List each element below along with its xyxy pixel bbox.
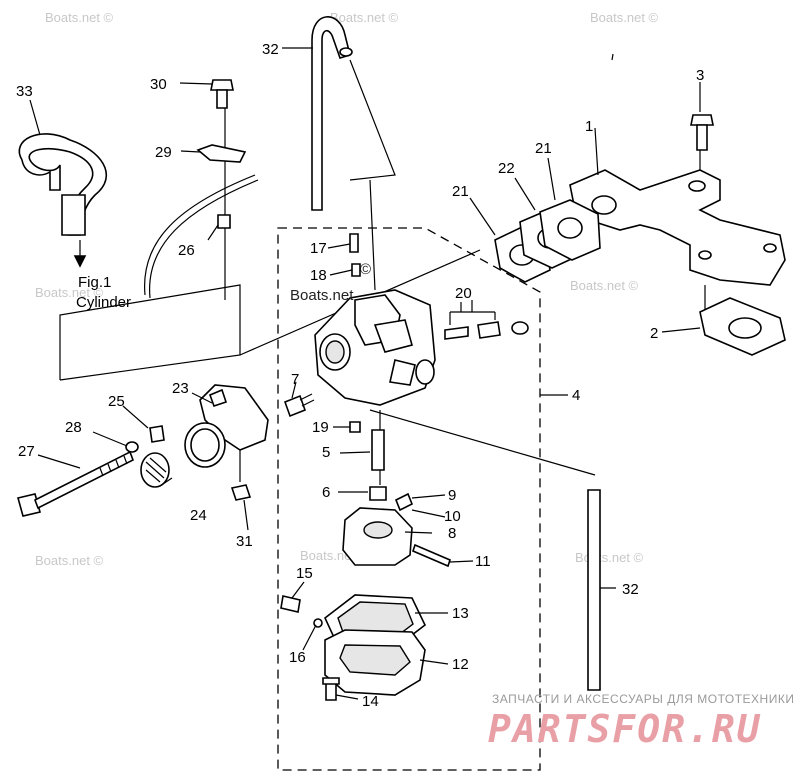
intake-manifold-1: [569, 169, 786, 286]
float-bowl-12: [324, 629, 426, 696]
callout-26: 26: [178, 242, 195, 259]
bolt-27: [17, 450, 135, 517]
callout-28: 28: [65, 419, 82, 436]
fuel-hose-loop: [18, 133, 108, 268]
callout-25: 25: [108, 393, 125, 410]
callout-21: 21: [452, 183, 469, 200]
callout-10: 10: [444, 508, 461, 525]
watermark: Boats.net ©: [330, 10, 399, 25]
jet-5: [371, 429, 385, 471]
callout-9: 9: [448, 487, 456, 504]
main-jet-6: [369, 486, 387, 501]
float-8: [342, 507, 413, 566]
needle-9: [394, 492, 414, 512]
plug-19: [349, 421, 361, 433]
air-intake-23: [184, 384, 269, 468]
shop-tagline: ЗАПЧАСТИ И АКСЕССУАРЫ ДЛЯ МОТОТЕХНИКИ: [492, 692, 794, 706]
callout-31: 31: [236, 533, 253, 550]
screw-17: [349, 233, 359, 253]
callout-30: 30: [150, 76, 167, 93]
callout-6: 6: [322, 484, 330, 501]
hose-32-right: [587, 489, 601, 691]
guide-line: [369, 409, 596, 476]
inline-watermark: Boats.net: [290, 287, 354, 304]
callout-32: 32: [262, 41, 279, 58]
pin-11: [412, 543, 451, 568]
bolt-30: [210, 79, 234, 109]
washer-28: [125, 441, 139, 453]
assembly-boundary: [277, 227, 541, 771]
callout-27: 27: [18, 443, 35, 460]
idle-screw-20: [444, 300, 529, 340]
callout-5: 5: [322, 444, 330, 461]
callout-29: 29: [155, 144, 172, 161]
copyright-symbol: ©: [360, 261, 371, 278]
gasket-2: [699, 297, 786, 356]
watermark: Boats.net ©: [45, 10, 114, 25]
watermark: Boats.net ©: [35, 285, 104, 300]
callout-20: 20: [455, 285, 472, 302]
callout-7: 7: [291, 371, 299, 388]
callout-17: 17: [310, 240, 327, 257]
choke-cable: [144, 174, 256, 296]
callout-33: 33: [16, 83, 33, 100]
figure-note-line1: Fig.1: [78, 274, 111, 291]
callout-11: 11: [475, 553, 491, 570]
callout-18: 18: [310, 267, 327, 284]
watermark: Boats.net ©: [575, 550, 644, 565]
sleeve-26: [217, 214, 231, 229]
cap-25: [149, 425, 165, 443]
guide-line: [369, 179, 376, 291]
callout-19: 19: [312, 419, 329, 436]
spring-18: [351, 263, 361, 277]
callout-21: 21: [535, 140, 552, 157]
callout-22: 22: [498, 160, 515, 177]
hose-32-top: [311, 16, 351, 211]
callout-1: 1: [585, 118, 593, 135]
callout-24: 24: [190, 507, 207, 524]
gasket-21-22: [494, 199, 601, 283]
watermark: Boats.net ©: [35, 553, 104, 568]
callout-3: 3: [696, 67, 704, 84]
carburetor-body: [314, 289, 436, 406]
callout-16: 16: [289, 649, 306, 666]
watermark: Boats.net ©: [590, 10, 659, 25]
callout-8: 8: [448, 525, 456, 542]
nut-31: [230, 484, 252, 501]
callout-15: 15: [296, 565, 313, 582]
callout-23: 23: [172, 380, 189, 397]
callout-4: 4: [572, 387, 580, 404]
callout-2: 2: [650, 325, 658, 342]
screw-7: [283, 393, 315, 418]
watermark: Boats.net ©: [570, 278, 639, 293]
figure-note-line2: Cylinder: [76, 294, 131, 311]
screen-24: [140, 452, 170, 488]
callout-12: 12: [452, 656, 469, 673]
bolt-3: [690, 114, 714, 151]
guide-line: [59, 284, 241, 381]
leader-line: [29, 47, 701, 700]
drain-screw-15: [280, 595, 301, 613]
callout-32: 32: [622, 581, 639, 598]
choke-cable: [149, 179, 259, 299]
callout-13: 13: [452, 605, 469, 622]
guide-line: [349, 59, 396, 181]
shop-logo: PARTSFOR.RU: [488, 707, 762, 751]
callout-14: 14: [362, 693, 379, 710]
screw-14: [322, 677, 340, 701]
clamp-plate-29: [196, 144, 247, 163]
